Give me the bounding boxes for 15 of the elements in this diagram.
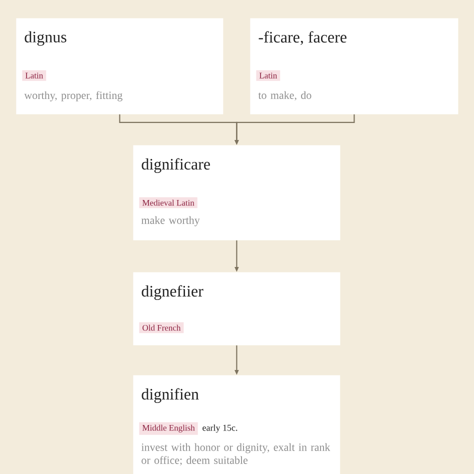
definition-text: make worthy: [141, 216, 200, 226]
headword: dignifien: [142, 388, 199, 403]
headword: dignus: [24, 31, 66, 46]
headword: -ficare, facere: [258, 31, 346, 45]
language-tag: Old French: [139, 322, 184, 334]
language-tag: Middle English: [139, 422, 198, 435]
definition-text: invest with honor or dignity, exalt in rank or office; deem suitable: [141, 443, 330, 466]
language-tag: Latin: [22, 70, 46, 81]
headword: dignefiier: [142, 285, 204, 300]
headword: dignificare: [142, 158, 210, 173]
definition-text: worthy, proper, fitting: [24, 91, 122, 102]
date-text: early 15c.: [202, 424, 238, 433]
definition-text: to make, do: [258, 91, 312, 101]
language-tag: Medieval Latin: [139, 197, 198, 208]
language-tag: Latin: [256, 70, 280, 81]
